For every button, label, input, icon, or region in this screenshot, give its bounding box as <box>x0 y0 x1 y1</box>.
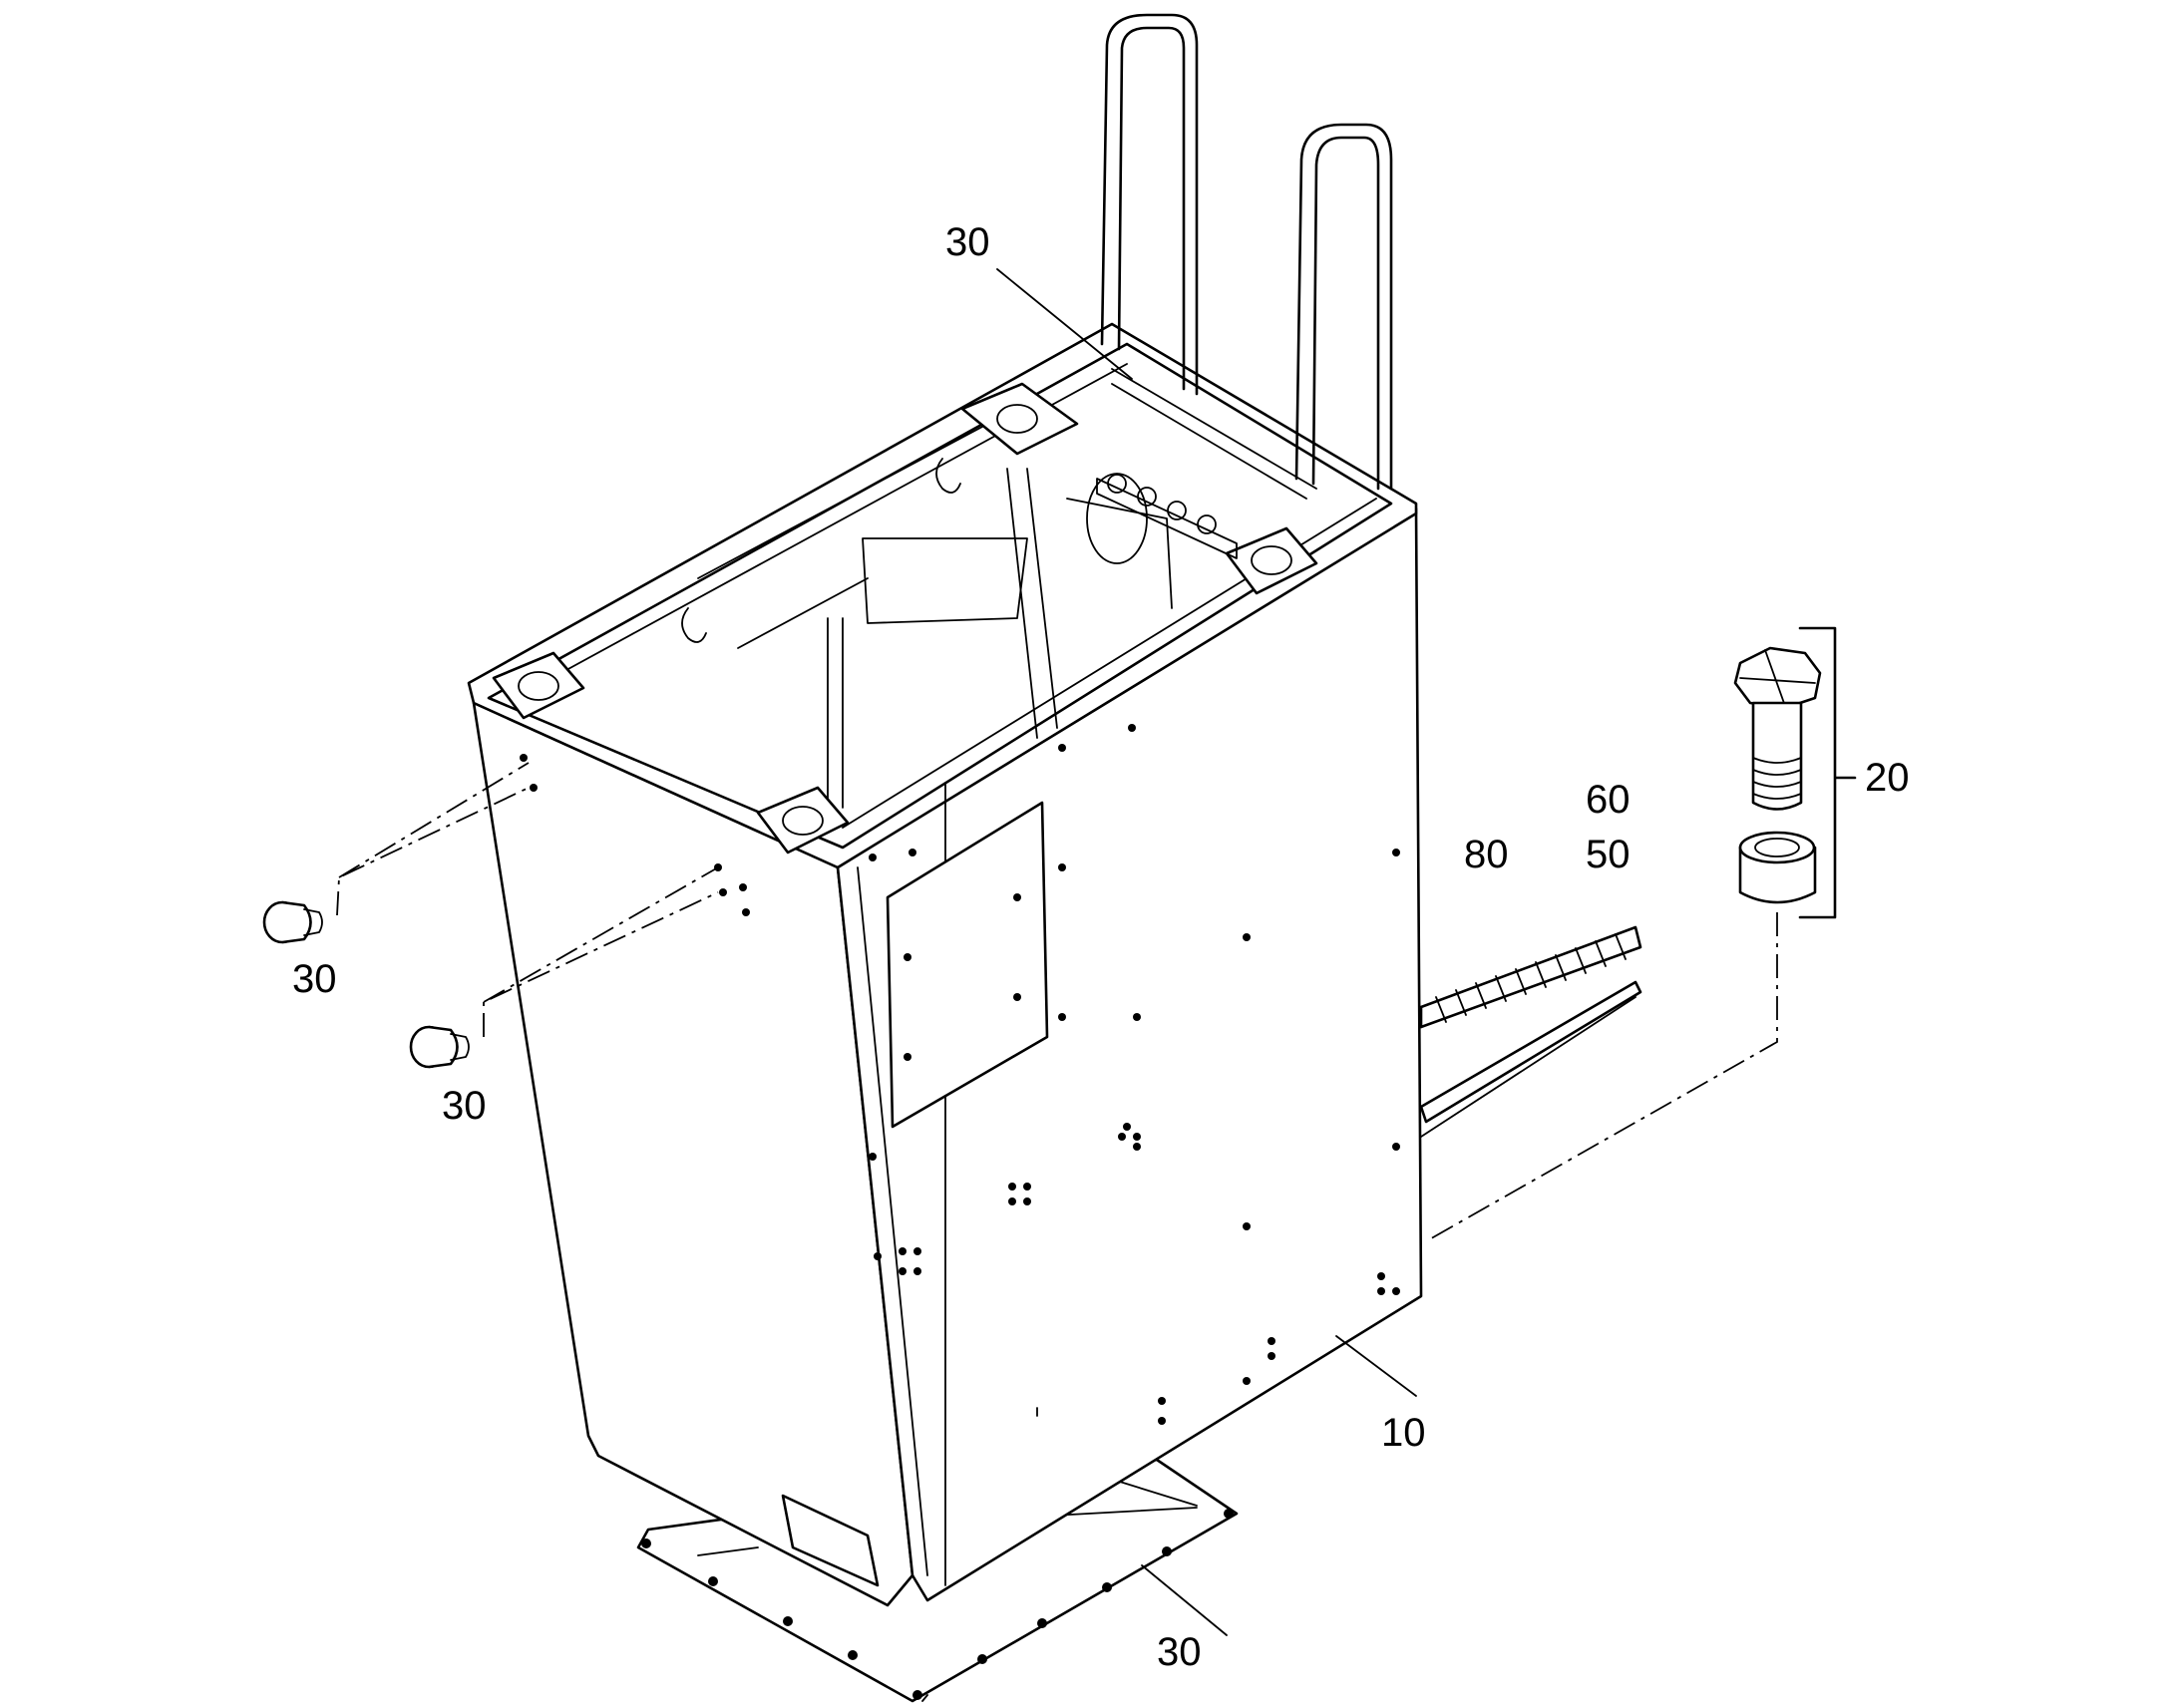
bolt-leader <box>1425 912 1778 1242</box>
terminal-strip <box>1096 474 1238 559</box>
cable-50-60 <box>1419 980 1642 1138</box>
leader-lines <box>996 268 1417 1636</box>
base-plate-bolt-heads <box>641 1509 1234 1700</box>
blind-plug-upper <box>262 900 323 944</box>
callout-cable-lower: 50 <box>1586 833 1631 876</box>
callout-plug-lower: 30 <box>442 1084 487 1128</box>
callout-cable-upper: 60 <box>1586 778 1631 822</box>
callout-base-plate: 30 <box>1157 1630 1202 1674</box>
plug-lower-leader <box>483 866 719 1037</box>
spacer-sleeve-icon <box>1738 831 1817 904</box>
callout-plug-upper: 30 <box>292 957 337 1001</box>
callout-housing: 10 <box>1381 1411 1426 1455</box>
hose-80 <box>1419 925 1642 1029</box>
housing-body <box>467 322 1423 1607</box>
hex-bolt-icon <box>1733 646 1822 811</box>
handle-rails <box>1100 13 1393 500</box>
callout-hose: 80 <box>1464 833 1509 876</box>
mounting-pads <box>492 382 1318 854</box>
panel-holes <box>520 724 1400 1425</box>
callout-bolt-assembly: 20 <box>1865 756 1910 800</box>
bolt-assembly-bracket <box>1798 626 1857 919</box>
blind-plug-lower <box>409 1025 470 1069</box>
callout-top-rail: 30 <box>945 220 990 264</box>
plug-upper-leader <box>336 762 530 916</box>
bolt-assembly <box>1425 626 1857 1242</box>
